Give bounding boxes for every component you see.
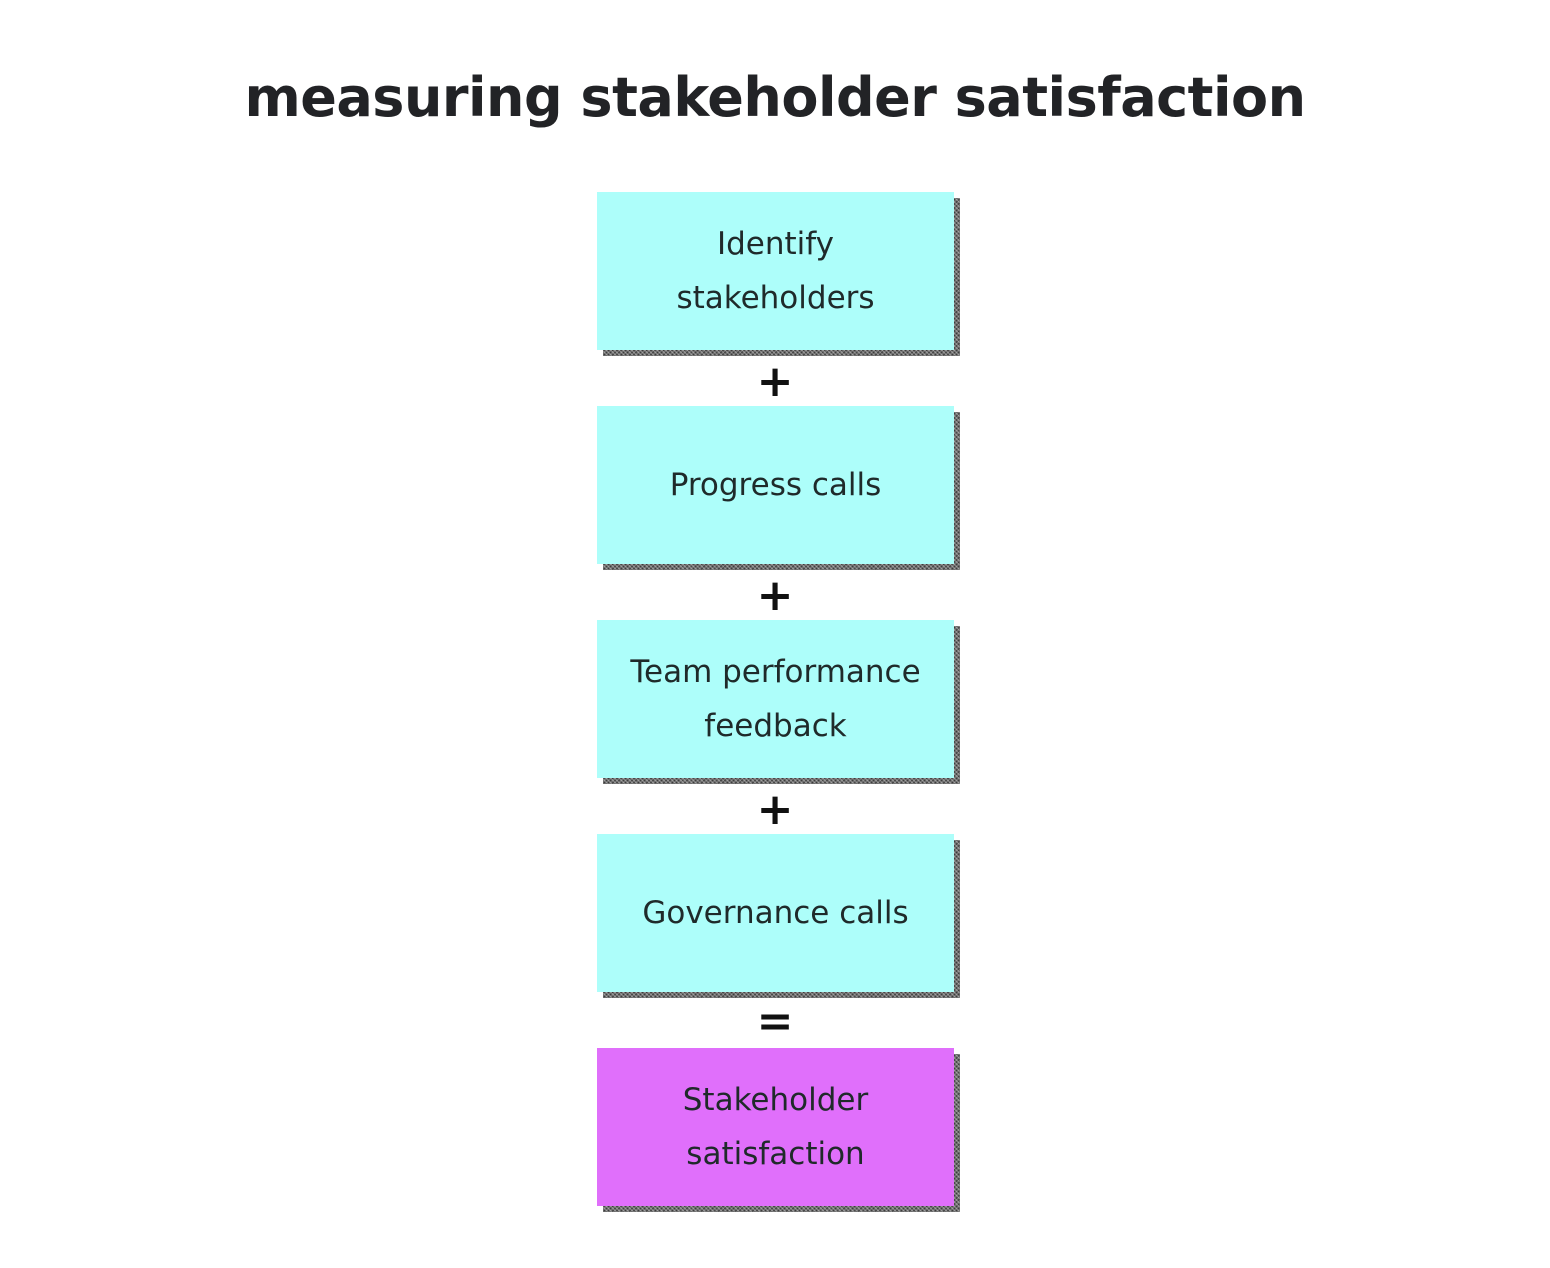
sticky-note-governance-calls[interactable]: Governance calls [597, 834, 954, 992]
plus-operator: + [756, 784, 794, 835]
note-label: Team performance feedback [630, 654, 921, 744]
note-label: Identify stakeholders [676, 226, 875, 316]
sticky-note-progress-calls[interactable]: Progress calls [597, 406, 954, 564]
note-label: Stakeholder satisfaction [682, 1082, 869, 1172]
plus-operator: + [756, 570, 794, 621]
sticky-note-team-performance-feedback[interactable]: Team performance feedback [597, 620, 954, 778]
sticky-note-stakeholder-satisfaction[interactable]: Stakeholder satisfaction [597, 1048, 954, 1206]
equals-operator: = [756, 996, 794, 1047]
note-label: Progress calls [669, 467, 882, 503]
note-label: Governance calls [642, 895, 909, 931]
plus-operator: + [756, 356, 794, 407]
sticky-note-identify-stakeholders[interactable]: Identify stakeholders [597, 192, 954, 350]
diagram-title: measuring stakeholder satisfaction [244, 66, 1306, 129]
